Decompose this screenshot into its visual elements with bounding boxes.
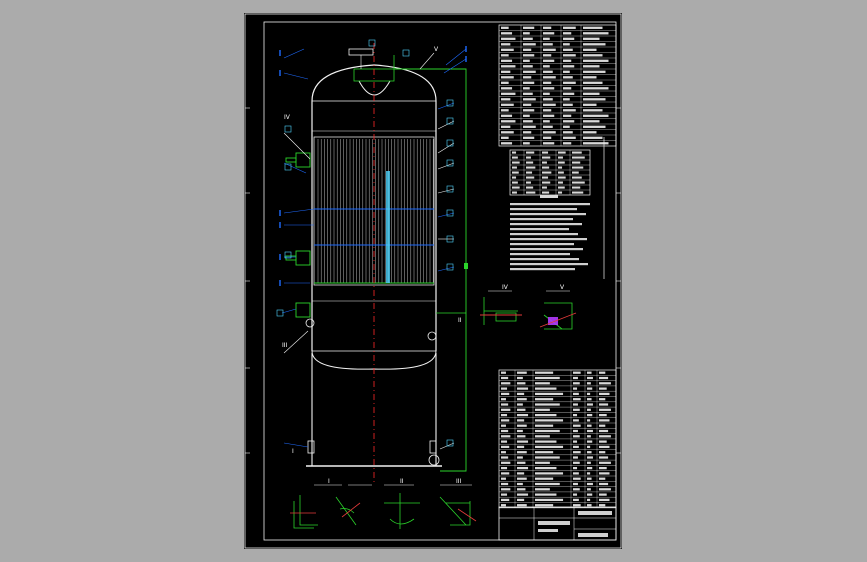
detail-label-ii: II (458, 317, 462, 324)
data-tables (498, 24, 617, 509)
detail-title-i: I (328, 478, 330, 485)
nozzle-left-1 (295, 152, 311, 168)
detail-title-iii: III (456, 478, 462, 485)
detail-label-iv: IV (284, 114, 291, 121)
support-lug-right (427, 331, 437, 341)
leader-lines (276, 39, 467, 450)
central-riser (386, 171, 390, 283)
anchor-right (428, 454, 440, 466)
drawing-sheet: V IV III II I I II (244, 13, 622, 549)
detail-title-v: V (560, 284, 565, 291)
detail-title-ii: II (400, 478, 404, 485)
tube-bundle (313, 136, 435, 286)
vessel-elevation (285, 43, 468, 483)
nozzle-left-2 (295, 250, 311, 266)
zone-ticks (245, 107, 621, 454)
top-cover (348, 48, 374, 56)
technical-notes (510, 195, 590, 271)
detail-label-i: I (292, 448, 294, 455)
detail-views-bottom: I II (290, 478, 477, 529)
nozzle-left-3 (295, 302, 311, 318)
drawing-canvas: V IV III II I I II (244, 13, 622, 549)
tube-lines (317, 139, 434, 283)
top-manway (358, 80, 391, 96)
detail-label-iii: III (282, 342, 288, 349)
detail-views-right: IV V (480, 284, 577, 330)
detail-label-v-top: V (434, 46, 439, 53)
external-piping (394, 68, 467, 472)
title-block (498, 506, 617, 541)
detail-title-iv: IV (502, 284, 509, 291)
